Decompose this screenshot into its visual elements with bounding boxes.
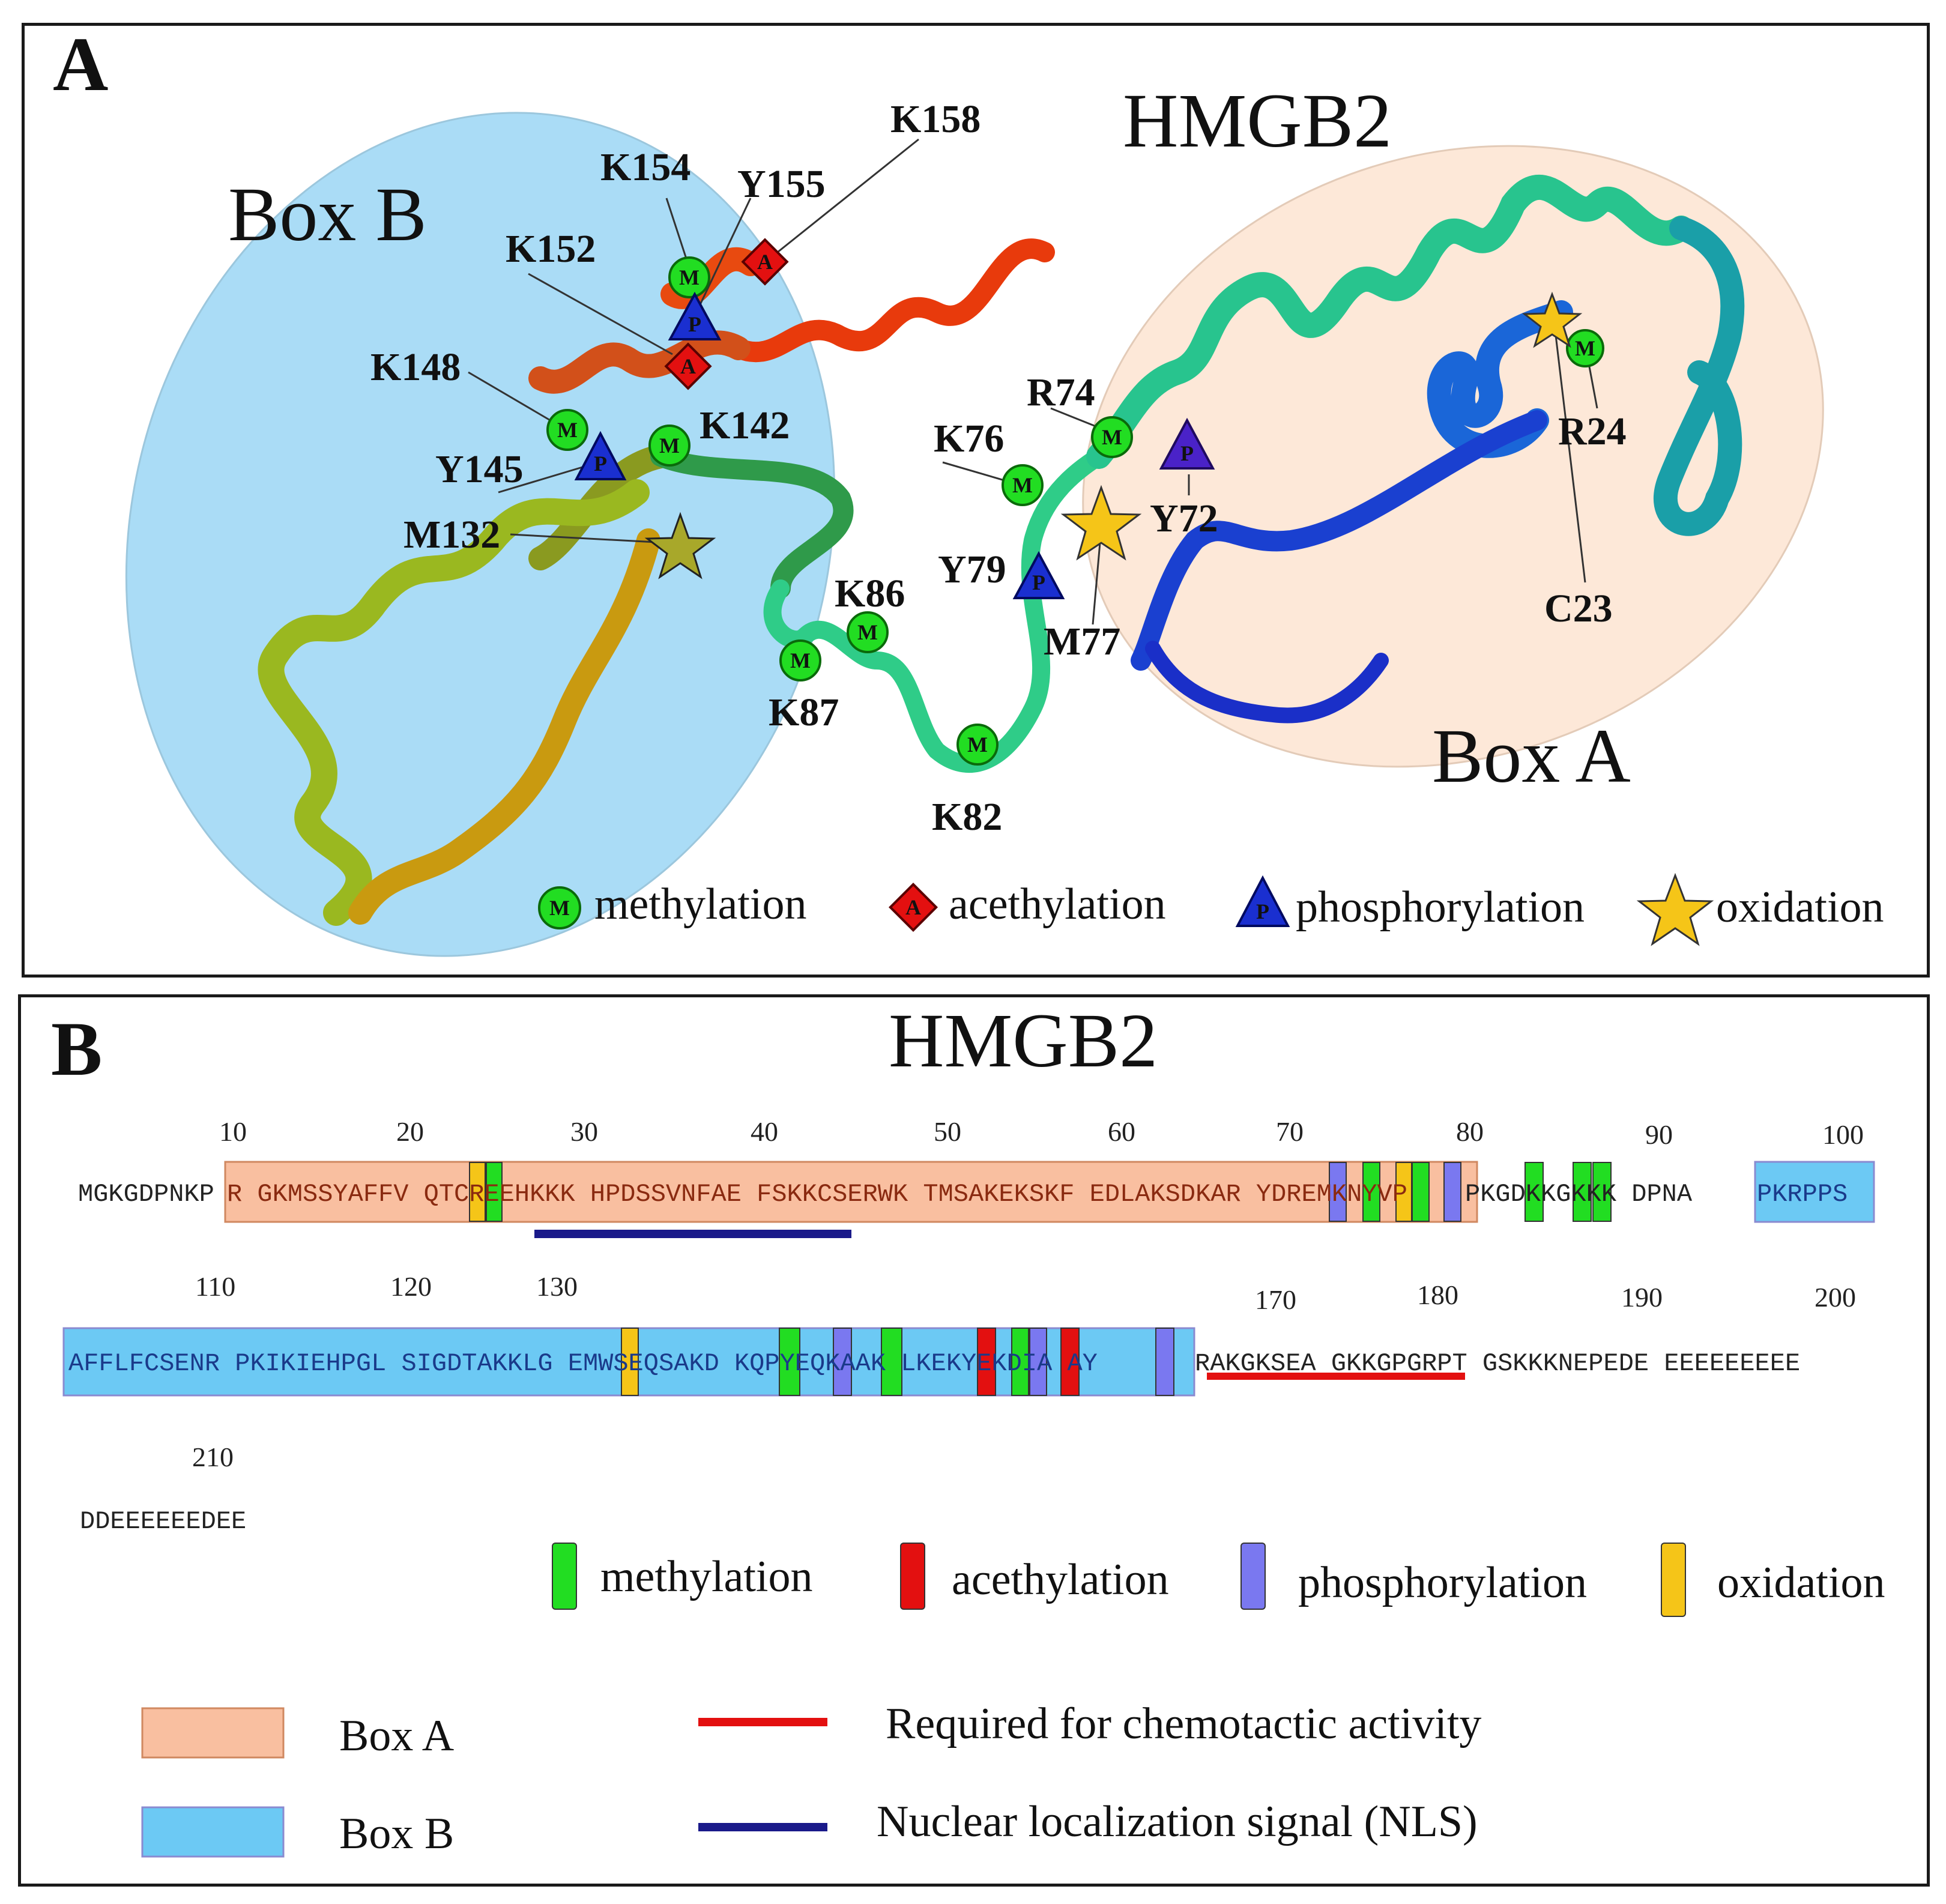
- methyl-marker-r74: M: [1091, 416, 1133, 458]
- phospho-marker-y155: P: [668, 291, 722, 340]
- label-m132: M132: [403, 513, 500, 557]
- label-y72: Y72: [1150, 497, 1218, 540]
- label-r24: R24: [1558, 410, 1627, 453]
- legend-a-methylation: methylation: [594, 880, 807, 929]
- legend-oxidation-icon: [1636, 872, 1714, 946]
- label-m77: M77: [1044, 620, 1120, 663]
- methyl-marker-k76: M: [1002, 464, 1044, 506]
- svg-text:P: P: [1256, 899, 1269, 923]
- svg-text:M: M: [1102, 425, 1122, 449]
- legend-phospho-icon: [1235, 875, 1290, 927]
- label-y79: Y79: [938, 548, 1006, 591]
- ptm-markers: M M M M M M M M M A A P P P P: [546, 238, 1604, 766]
- svg-text:M: M: [549, 896, 570, 920]
- svg-text:A: A: [757, 250, 773, 274]
- svg-text:M: M: [557, 418, 578, 442]
- label-k158: K158: [890, 97, 981, 141]
- label-k87: K87: [769, 691, 839, 734]
- label-r74: R74: [1027, 370, 1095, 414]
- label-k76: K76: [934, 417, 1004, 461]
- oxidation-marker-c23: [1521, 291, 1583, 348]
- label-y145: Y145: [435, 447, 524, 491]
- svg-text:M: M: [1575, 336, 1595, 360]
- methyl-marker-r24: M: [1566, 329, 1604, 367]
- svg-text:P: P: [1180, 441, 1194, 465]
- svg-text:M: M: [790, 648, 811, 672]
- svg-text:M: M: [967, 733, 988, 757]
- phospho-marker-y145: P: [574, 431, 627, 480]
- legend-methyl-icon: [538, 886, 581, 929]
- legend-a-acetylation: acethylation: [949, 880, 1166, 929]
- methyl-marker-k86: M: [847, 611, 889, 653]
- oxidation-marker-m77: [1060, 485, 1142, 561]
- acetyl-marker-k152: A: [664, 342, 712, 390]
- panel-a-title: HMGB2: [1123, 78, 1392, 163]
- label-k86: K86: [835, 572, 905, 615]
- label-y155: Y155: [737, 162, 826, 206]
- methyl-marker-k142: M: [648, 425, 690, 467]
- svg-text:A: A: [680, 354, 696, 378]
- svg-text:M: M: [857, 620, 878, 644]
- panel-a-letter: A: [53, 22, 108, 107]
- oxidation-marker-m132: [644, 512, 716, 579]
- methyl-marker-k154: M: [668, 256, 710, 298]
- label-k82: K82: [932, 795, 1002, 839]
- phospho-marker-y79: P: [1012, 551, 1065, 599]
- methyl-marker-k87: M: [779, 639, 821, 682]
- legend-a-oxidation: oxidation: [1716, 883, 1884, 932]
- methyl-marker-k148: M: [546, 409, 588, 451]
- panel-a-legend: M methylation A acethylation P phosphory…: [538, 872, 1884, 946]
- svg-text:M: M: [659, 434, 680, 458]
- svg-text:P: P: [688, 312, 701, 336]
- svg-text:P: P: [1032, 570, 1045, 594]
- label-k142: K142: [700, 403, 790, 447]
- svg-text:M: M: [679, 265, 700, 289]
- panel-b: [18, 994, 1930, 1887]
- acetyl-marker-k158: A: [741, 238, 789, 286]
- legend-acetyl-icon: [888, 882, 938, 932]
- label-k152: K152: [506, 227, 596, 271]
- svg-text:A: A: [905, 895, 921, 919]
- label-c23: C23: [1544, 587, 1613, 630]
- legend-a-phosphorylation: phosphorylation: [1296, 883, 1585, 932]
- box-b-label: Box B: [228, 172, 427, 257]
- phospho-marker-y72: P: [1159, 417, 1215, 470]
- label-k148: K148: [370, 345, 461, 389]
- panel-a: [22, 23, 1930, 978]
- methyl-marker-k82: M: [956, 724, 999, 766]
- svg-text:M: M: [1012, 473, 1033, 497]
- label-k154: K154: [600, 145, 690, 189]
- leader-lines: [468, 138, 1598, 625]
- panel-a-figure: M M M M M M M M M A A P P P P A HMGB2 Bo…: [53, 22, 1884, 957]
- box-a-label: Box A: [1432, 713, 1631, 799]
- svg-text:P: P: [594, 452, 607, 476]
